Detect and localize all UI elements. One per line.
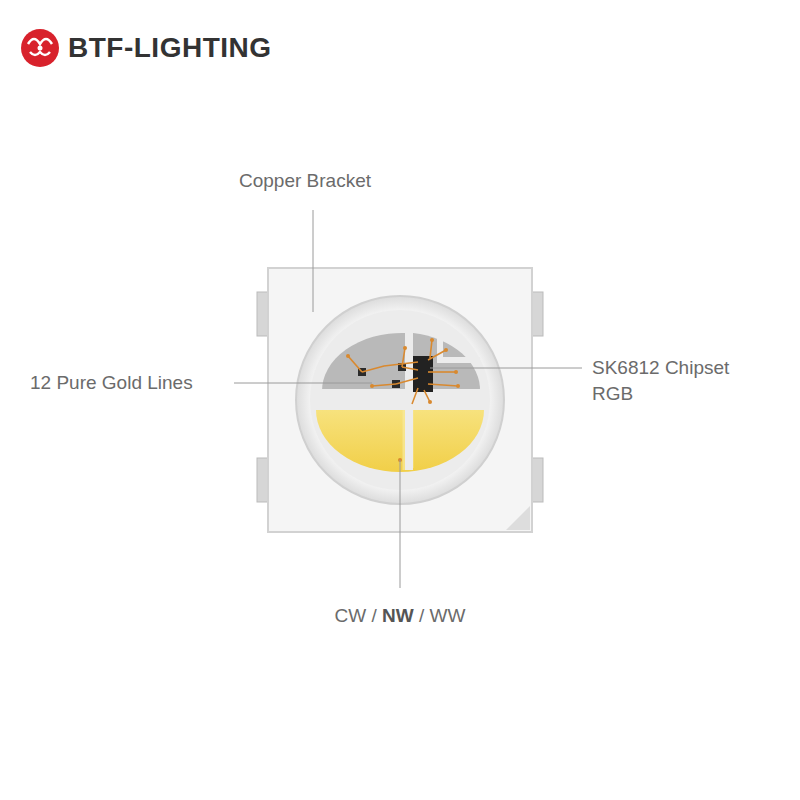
sk6812-ic <box>413 356 433 392</box>
part-label: 12 Pure Gold Lines <box>30 370 230 396</box>
label-part: / <box>366 605 382 626</box>
frame-gap <box>440 338 480 360</box>
label-part: NW <box>382 605 414 626</box>
frame-gap <box>322 389 480 395</box>
label-part: WW <box>430 605 466 626</box>
bond-pads <box>346 338 460 462</box>
package-corner <box>506 506 530 530</box>
frame-divider <box>405 320 413 470</box>
leader-lines <box>234 210 582 588</box>
label-part: CW <box>335 605 367 626</box>
part-label: Copper Bracket <box>239 168 409 194</box>
brand-logo <box>21 29 59 67</box>
part-label: CW / NW / WW <box>290 603 510 629</box>
copper-bracket-right <box>413 333 480 392</box>
part-label: SK6812 Chipset RGB <box>592 355 742 407</box>
brand-name: BTF-LIGHTING <box>68 31 308 65</box>
gold-wires <box>348 340 458 404</box>
label-part: / <box>414 605 430 626</box>
